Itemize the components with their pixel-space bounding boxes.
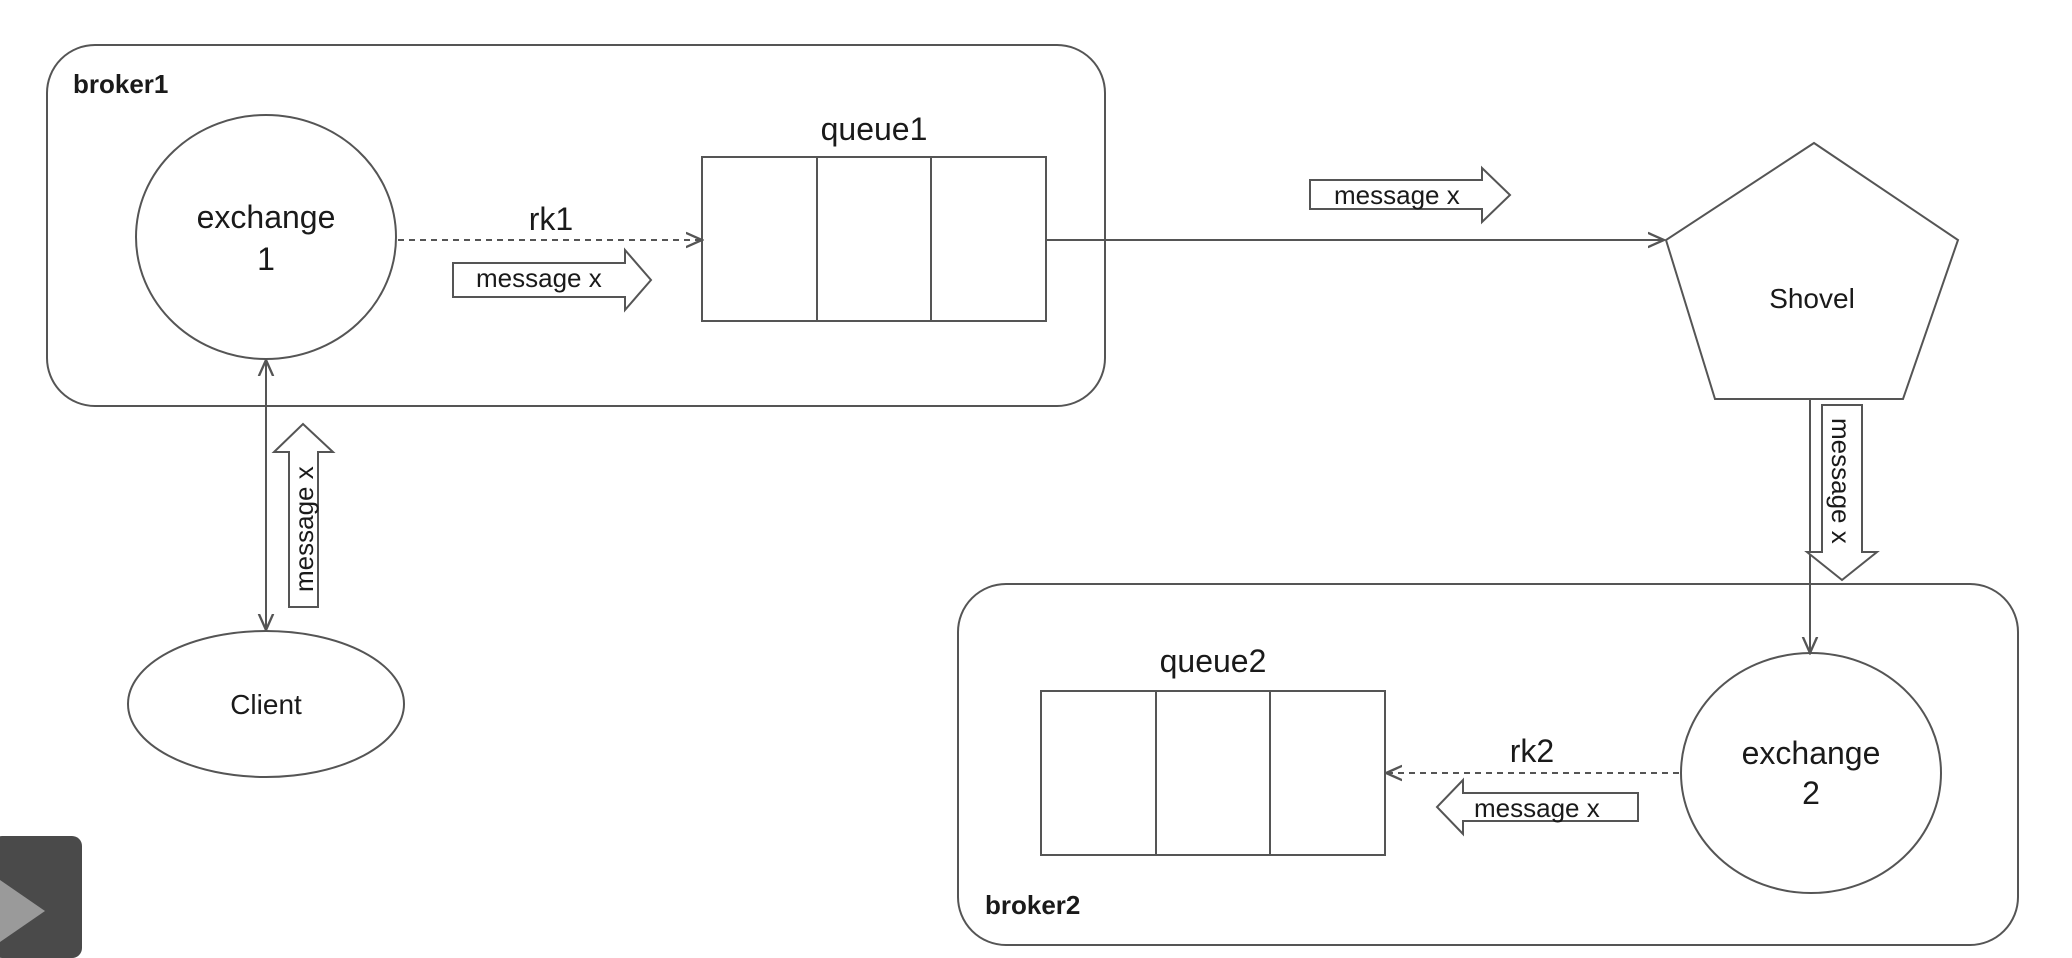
message-label-to-shovel: message x — [1334, 180, 1460, 210]
message-arrow-client-up — [271, 422, 336, 608]
exchange1-label-line2: 1 — [257, 241, 275, 277]
play-button[interactable] — [0, 836, 82, 958]
message-label-shovel-down: message x — [1826, 418, 1856, 544]
message-label-broker1: message x — [476, 263, 602, 293]
exchange1-node — [135, 114, 397, 360]
broker2-label: broker2 — [985, 890, 1080, 920]
message-arrow-broker2 — [1435, 777, 1639, 837]
exchange2-node — [1680, 652, 1942, 894]
message-arrow-to-shovel — [1309, 165, 1512, 225]
message-label-client-up: message x — [289, 466, 319, 592]
queue2-label: queue2 — [1160, 643, 1267, 679]
rk2-label: rk2 — [1510, 733, 1554, 769]
shovel-label: Shovel — [1769, 283, 1855, 314]
client-label: Client — [230, 689, 302, 720]
queue1-label: queue1 — [821, 111, 928, 147]
broker1-label: broker1 — [73, 69, 168, 99]
message-arrow-shovel-down — [1804, 404, 1880, 582]
exchange2-label-line2: 2 — [1802, 775, 1820, 811]
message-arrow-broker1 — [452, 247, 653, 313]
queue2-box — [1040, 690, 1386, 856]
play-icon — [0, 880, 45, 942]
rk1-label: rk1 — [529, 201, 573, 237]
exchange2-label-line1: exchange — [1742, 735, 1881, 771]
broker2-box — [957, 583, 2019, 946]
broker1-box — [46, 44, 1106, 407]
shovel-node — [1664, 141, 1960, 400]
queue1-box — [701, 156, 1047, 322]
message-label-broker2: message x — [1474, 793, 1600, 823]
exchange1-label-line1: exchange — [197, 199, 336, 235]
